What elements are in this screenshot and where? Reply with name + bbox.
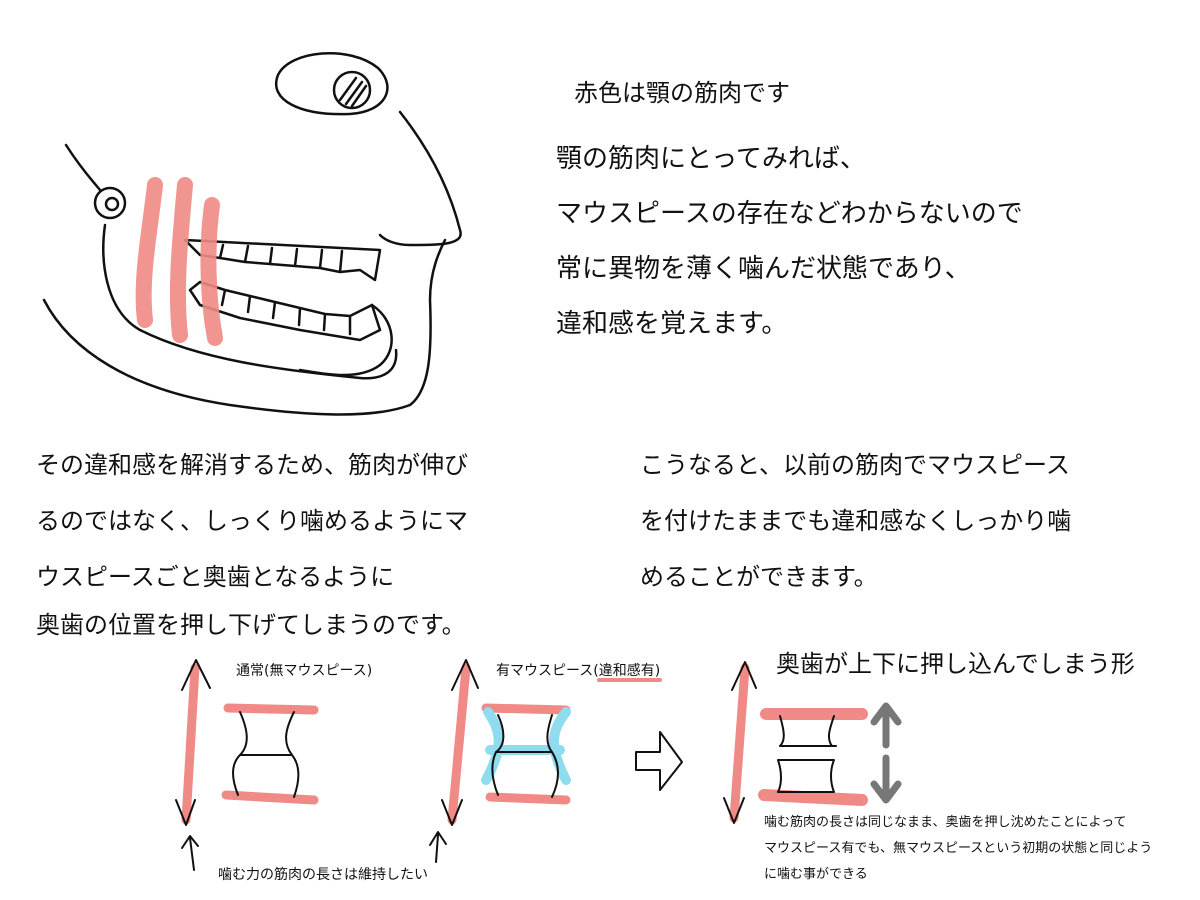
head-sketch [42, 52, 462, 416]
muscle-band-1 [135, 177, 163, 328]
normal-panel-label: 通常(無マウスピース) [236, 663, 373, 679]
left-explanation-line: るのではなく、しっくり噛めるようにマ [36, 507, 468, 535]
tooth-outline [491, 714, 559, 798]
upper-jaw-bar [223, 703, 319, 715]
tooth-outline [232, 711, 300, 798]
jaw-inner [102, 223, 398, 380]
nose-line [378, 110, 462, 247]
jaw-outer [42, 238, 447, 416]
small-arrow-2 [429, 831, 447, 863]
muscle-arrow-line [447, 663, 471, 825]
mouthpiece-label-emphasis: 違和感有 [598, 663, 655, 679]
lower-teeth [188, 280, 382, 342]
panel-normal [175, 659, 319, 871]
left-explanation-line: 奥歯の位置を押し下げてしまうのです。 [36, 611, 466, 639]
head-explanation-line: 顎の筋肉にとってみれば、 [556, 144, 866, 174]
result-note-line: に噛む事ができる [764, 867, 868, 882]
muscle-length-note: 噛む力の筋肉の長さは維持したい [218, 867, 428, 883]
jaw-muscles [135, 177, 223, 346]
head-explanation: 顎の筋肉にとってみれば、 マウスピースの存在などわからないので 常に異物を薄く噛… [556, 132, 1023, 352]
muscle-caption: 赤色は顎の筋肉です [574, 79, 790, 107]
chin-curve [298, 303, 393, 377]
left-explanation: その違和感を解消するため、筋肉が伸び るのではなく、しっくり噛めるようにマ ウス… [36, 437, 468, 645]
panel-result [723, 661, 902, 824]
muscle-band-2 [169, 177, 193, 343]
right-explanation: こうなると、以前の筋肉でマウスピース を付けたままでも違和感なくしっかり噛 める… [640, 437, 1071, 605]
result-note: 噛む筋肉の長さは同じなまま、奥歯を押し沈めたことによって マウスピース有でも、無… [764, 810, 1152, 888]
result-note-line: 噛む筋肉の長さは同じなまま、奥歯を押し沈めたことによって [764, 815, 1127, 830]
lower-jaw-bar [758, 789, 868, 806]
head-explanation-line: 違和感を覚えます。 [556, 309, 788, 339]
eye-outline [275, 52, 389, 116]
panel-mouthpiece [429, 659, 662, 863]
ear-outer [93, 186, 127, 220]
upper-jaw-bar [481, 703, 571, 715]
upper-teeth [183, 238, 382, 282]
mouthpiece-label-suffix: ) [654, 663, 661, 679]
result-title: 奥歯が上下に押し込んでしまう形 [776, 650, 1135, 678]
lower-jaw-bar [485, 792, 571, 805]
lower-jaw-bar [221, 790, 319, 805]
result-note-line: マウスピース有でも、無マウスピースという初期の状態と同じよう [764, 841, 1153, 856]
tooth-outline [777, 715, 837, 793]
right-explanation-line: を付けたままでも違和感なくしっかり噛 [640, 507, 1072, 535]
transition-arrow [635, 731, 683, 791]
up-down-arrows [870, 702, 902, 804]
left-explanation-line: その違和感を解消するため、筋肉が伸び [36, 451, 468, 479]
muscle-arrow-line [729, 663, 750, 823]
mouthpiece-shape [481, 707, 571, 785]
right-explanation-line: めることができます。 [640, 563, 878, 591]
right-explanation-line: こうなると、以前の筋肉でマウスピース [640, 451, 1070, 479]
head-explanation-line: マウスピースの存在などわからないので [556, 199, 1023, 229]
head-explanation-line: 常に異物を薄く噛んだ状態であり、 [556, 254, 971, 284]
mouthpiece-label-prefix: 有マウスピース( [496, 663, 599, 679]
mouthpiece-panel-label: 有マウスピース(違和感有) [496, 660, 660, 680]
muscle-band-3 [200, 197, 223, 346]
face-contour [64, 143, 102, 192]
left-explanation-line: ウスピースごと奥歯となるように [36, 563, 395, 591]
ear-inner [104, 196, 120, 212]
small-arrow-1 [181, 835, 199, 871]
muscle-arrow-line [181, 663, 200, 825]
eye-pupil [332, 70, 372, 110]
